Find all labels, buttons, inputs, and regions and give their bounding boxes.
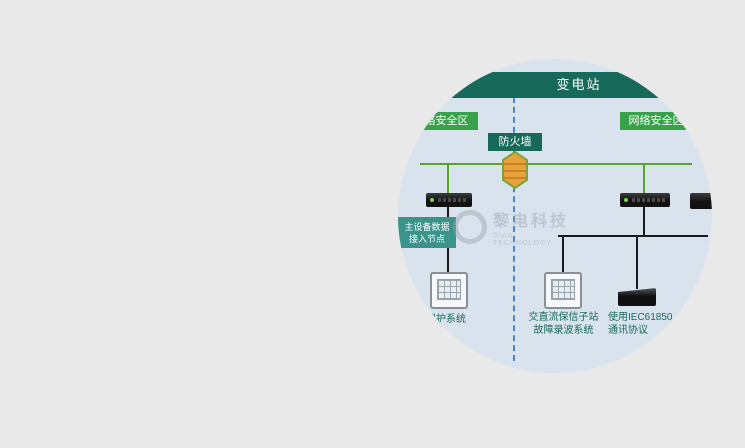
firewall-label: 防火墙 (488, 133, 542, 151)
access-node-line1: 主设备数据 (404, 222, 450, 232)
watermark-title: 黎电科技 (493, 213, 570, 230)
relay-device-middle-icon (544, 272, 582, 309)
caption-middle-system: 交直流保信子站 故障录波系统 (516, 311, 611, 337)
network-switch-left-icon (426, 193, 472, 207)
drop-line-protocol-device (636, 235, 638, 289)
watermark: 黎电科技 DIAN TECHNOLOGY (453, 200, 573, 254)
watermark-logo-icon (453, 210, 487, 244)
network-switch-right-icon (620, 193, 670, 207)
zone-divider-dashed-line (513, 97, 515, 361)
caption-right-line1: 使用IEC61850 (608, 312, 673, 323)
relay-screen (437, 279, 461, 300)
relay-screen (551, 279, 575, 300)
drop-line-middle-relay (562, 235, 564, 273)
caption-right-system: 使用IEC61850 通讯协议 (608, 311, 698, 337)
watermark-subtitle: DIAN TECHNOLOGY (493, 233, 553, 247)
caption-middle-line1: 交直流保信子站 (528, 312, 599, 323)
green-branch-right (643, 163, 645, 194)
drop-line-right-switch (643, 207, 645, 236)
firewall-icon (502, 150, 528, 190)
protocol-device-icon (618, 288, 656, 306)
zone-label-left: 网络安全区 (404, 112, 478, 130)
caption-middle-line2: 故障录波系统 (533, 325, 594, 336)
caption-left-system: 保护系统 (426, 314, 466, 325)
relay-device-left-icon (430, 272, 468, 309)
caption-right-line2: 通讯协议 (608, 325, 648, 336)
substation-header: 变电站 (398, 72, 712, 98)
diagram-circle: 变电站 网络安全区 网络安全区 防火墙 (398, 59, 712, 373)
zone-label-right: 网络安全区 (620, 112, 692, 130)
green-branch-left (447, 163, 449, 194)
access-node-box: 主设备数据 接入节点 (398, 217, 456, 248)
bus-line-right (558, 235, 708, 237)
green-trunk-line (420, 163, 692, 165)
network-switch-edge-partial-icon (690, 193, 712, 209)
access-node-line2: 接入节点 (408, 234, 445, 244)
watermark-text: 黎电科技 DIAN TECHNOLOGY (493, 207, 573, 247)
